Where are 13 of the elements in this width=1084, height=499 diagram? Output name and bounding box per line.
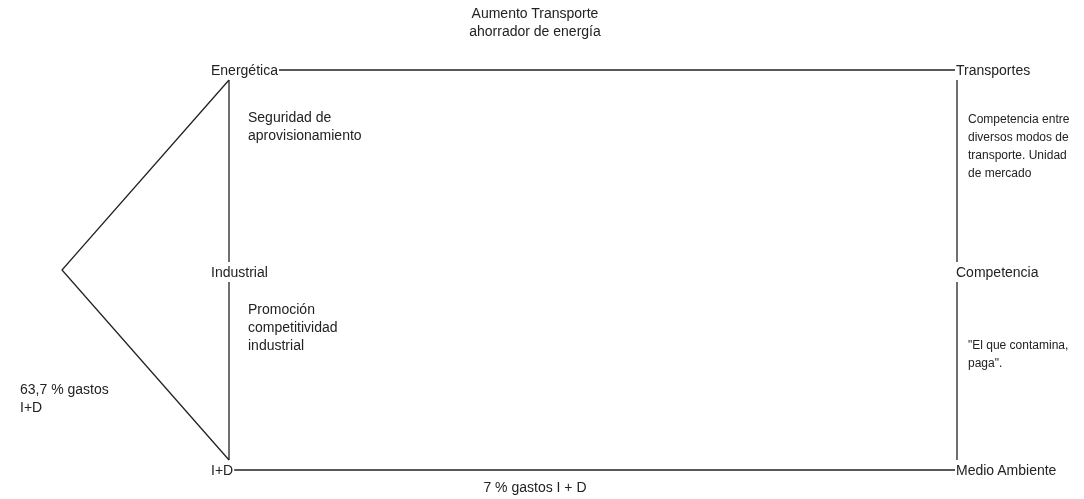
- node-label: Transportes: [955, 62, 1032, 78]
- connector-line: [956, 281, 958, 461]
- connector-line: [233, 469, 956, 471]
- connector-line: [228, 79, 230, 263]
- node-label: Medio Ambiente: [955, 462, 1058, 478]
- node-label: I+D: [210, 462, 235, 478]
- connector-line: [228, 281, 230, 461]
- node-label: Competencia: [955, 264, 1040, 280]
- connector-line: [956, 79, 958, 263]
- connector-line: [278, 69, 956, 71]
- node-label: Energética: [210, 62, 279, 78]
- connector-line: [61, 79, 230, 461]
- node-label: Industrial: [210, 264, 269, 280]
